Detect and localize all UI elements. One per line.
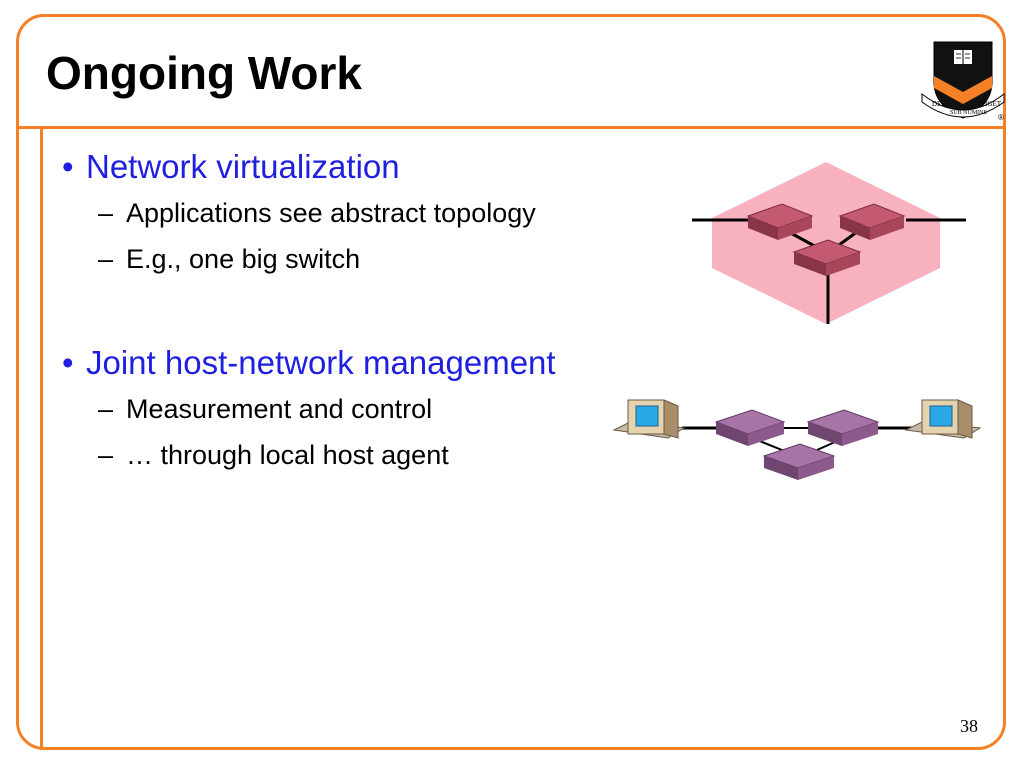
- network-switch-icon: [762, 443, 836, 480]
- subbullet-text: … through local host agent: [126, 440, 449, 470]
- bullet-marker: •: [62, 344, 74, 381]
- network-switch-icon: [746, 203, 814, 240]
- bullet-network-virtualization: • Network virtualization: [62, 148, 400, 186]
- registered-mark: ®: [998, 113, 1004, 122]
- motto-right: VIGET: [980, 100, 1002, 108]
- left-rule: [40, 126, 43, 750]
- dash-marker: –: [98, 198, 114, 228]
- page-number: 38: [960, 716, 978, 736]
- bullet-text: Network virtualization: [86, 148, 400, 185]
- subbullet-text: Applications see abstract topology: [126, 198, 536, 228]
- dash-marker: –: [98, 394, 114, 424]
- subbullet-host-agent: –… through local host agent: [98, 440, 449, 471]
- subbullet-one-big-switch: –E.g., one big switch: [98, 244, 360, 275]
- bullet-marker: •: [62, 148, 74, 185]
- virtual-topology-diagram: [692, 162, 966, 324]
- network-switch-icon: [792, 239, 862, 276]
- princeton-shield-icon: DEI SUB NUMINE VIGET ®: [921, 41, 1005, 122]
- subbullet-text: Measurement and control: [126, 394, 433, 424]
- motto-left: DEI: [932, 100, 944, 108]
- motto-center: SUB NUMINE: [950, 110, 988, 116]
- subbullet-measurement-control: –Measurement and control: [98, 394, 432, 425]
- network-switch-icon: [714, 409, 786, 446]
- title-divider: [16, 126, 1006, 129]
- host-network-diagram: [612, 399, 982, 480]
- slide-frame: [16, 14, 1006, 750]
- desktop-computer-icon: [904, 399, 982, 439]
- bullet-joint-management: • Joint host-network management: [62, 344, 556, 382]
- network-switch-icon: [806, 409, 880, 446]
- bullet-text: Joint host-network management: [86, 344, 556, 381]
- subbullet-text: E.g., one big switch: [126, 244, 361, 274]
- desktop-computer-icon: [612, 399, 686, 439]
- network-switch-icon: [838, 203, 906, 240]
- slide-title: Ongoing Work: [46, 47, 363, 99]
- dash-marker: –: [98, 244, 114, 274]
- dash-marker: –: [98, 440, 114, 470]
- subbullet-abstract-topology: –Applications see abstract topology: [98, 198, 536, 229]
